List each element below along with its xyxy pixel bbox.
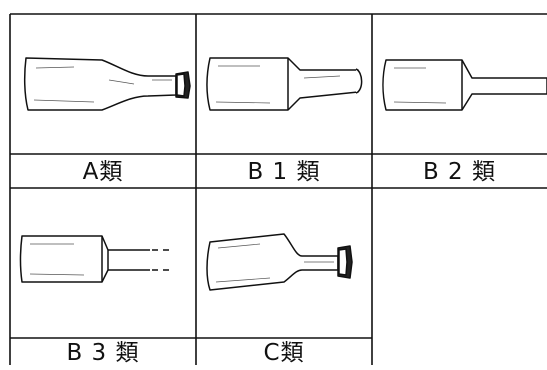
label-B2: B 2 類 [422, 159, 497, 185]
bottle-B3-illustration [19, 235, 174, 283]
bottle-A-illustration [23, 57, 191, 111]
bottle-C-illustration [206, 233, 353, 291]
label-B3: B 3 類 [66, 340, 140, 366]
label-B1: B 1 類 [247, 159, 321, 185]
bottle-B1-illustration [206, 57, 363, 111]
bottle-B2-illustration [382, 59, 547, 111]
label-C: C類 [263, 340, 305, 366]
label-A: A類 [82, 159, 124, 185]
